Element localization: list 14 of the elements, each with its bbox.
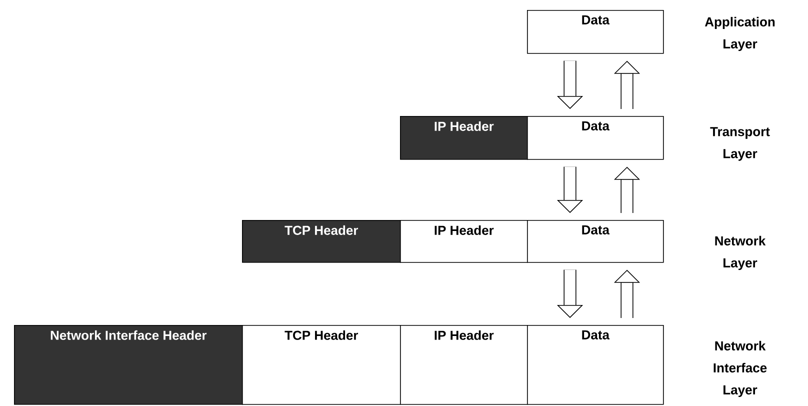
data-cell: IP Header	[400, 220, 528, 263]
data-cell: Data	[527, 325, 664, 405]
data-cell: Data	[527, 220, 664, 263]
layer-label: Network Layer	[715, 236, 766, 270]
data-cell: Data	[527, 116, 664, 160]
header-cell: IP Header	[400, 116, 528, 160]
data-cell: IP Header	[400, 325, 528, 405]
data-cell: Data	[527, 10, 664, 54]
layer-label: Application Layer	[704, 16, 775, 52]
layer-label: Transport Layer	[710, 127, 770, 161]
header-cell: Network Interface Header	[14, 325, 243, 405]
layer-label: Network Interface Layer	[714, 340, 767, 398]
data-cell: TCP Header	[242, 325, 401, 405]
header-cell: TCP Header	[242, 220, 401, 263]
